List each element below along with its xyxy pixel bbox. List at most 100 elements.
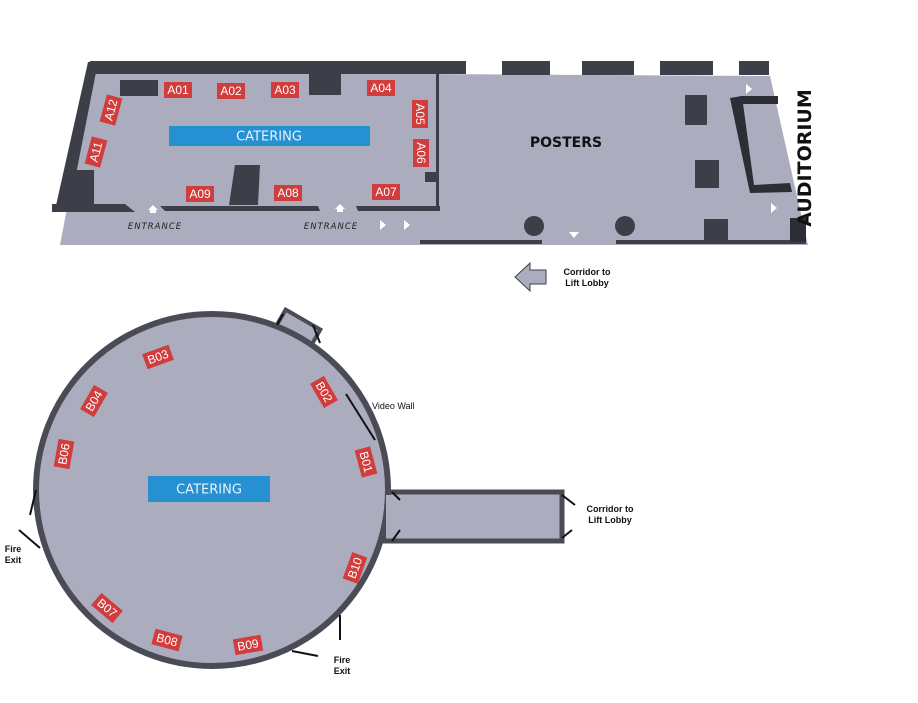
direction-arrows (148, 84, 777, 238)
pillar (524, 216, 544, 236)
booth-marker (217, 83, 245, 99)
column-block (66, 170, 94, 206)
booth-label: B08 (155, 630, 180, 649)
booth-marker (164, 82, 192, 98)
booth-label: B01 (356, 450, 375, 475)
booth-b06[interactable]: B06 (53, 438, 75, 470)
window-wall-segment (739, 61, 769, 75)
catering-label-b: CATERING (176, 483, 242, 498)
booth-label: A11 (87, 140, 106, 164)
booth-a03[interactable]: A03 (271, 82, 299, 98)
booth-marker (342, 552, 368, 584)
booth-marker (232, 634, 264, 656)
booth-a09[interactable]: A09 (186, 186, 214, 202)
auditorium-label: AUDITORIUM (794, 89, 816, 227)
hall-b: CATERING Video Wall Corridor to Lift Lob… (5, 306, 634, 676)
booth-a01[interactable]: A01 (164, 82, 192, 98)
booth-marker (367, 80, 395, 96)
booth-b10[interactable]: B10 (342, 552, 368, 584)
fire-exit-label: Fire (5, 544, 22, 554)
booth-b01[interactable]: B01 (354, 446, 378, 478)
fire-exit-label: Exit (334, 666, 351, 676)
booth-marker (53, 438, 75, 470)
auditorium-wall (730, 96, 792, 193)
booth-marker (142, 344, 174, 370)
booth-marker (80, 384, 108, 418)
booth-label: A05 (413, 103, 427, 125)
hall-a-wall-divider (436, 66, 439, 211)
hall-a-wall-bottom-right (356, 206, 440, 211)
window-wall-segment (660, 61, 713, 75)
booth-marker (91, 592, 123, 624)
column-block (229, 165, 260, 205)
catering-label-a: CATERING (236, 130, 302, 145)
booth-label: A03 (274, 83, 296, 97)
booth-marker (372, 184, 400, 200)
hall-a-wall-left (55, 62, 98, 210)
column-block (704, 219, 728, 241)
booth-a06[interactable]: A06 (413, 139, 429, 167)
booth-marker (354, 446, 378, 478)
hall-a-wall-bottom-posters-1 (420, 240, 542, 244)
booth-a11[interactable]: A11 (84, 136, 108, 168)
fire-exit-label: Exit (5, 555, 22, 565)
column-block (685, 95, 707, 125)
booth-b08[interactable]: B08 (151, 628, 183, 652)
column-block (309, 73, 341, 95)
booth-a04[interactable]: A04 (367, 80, 395, 96)
window-wall-segment (582, 61, 634, 75)
corridor-label: Lift Lobby (588, 515, 632, 525)
booth-marker (412, 100, 428, 128)
posters-label: POSTERS (530, 135, 602, 151)
booth-label: B09 (236, 636, 260, 654)
booth-label: A02 (220, 84, 242, 98)
window-wall-segment (502, 61, 550, 75)
booth-marker (310, 375, 338, 409)
booth-b09[interactable]: B09 (232, 634, 264, 656)
column-block (425, 172, 437, 182)
column-block (695, 160, 719, 188)
hall-a-wall-top (90, 61, 466, 74)
booth-label: A07 (375, 185, 397, 199)
booth-a07[interactable]: A07 (372, 184, 400, 200)
booth-label: A01 (167, 83, 189, 97)
booth-label: B06 (55, 442, 73, 466)
video-wall-label: Video Wall (372, 401, 415, 411)
booth-label: A06 (414, 142, 428, 164)
pillar (615, 216, 635, 236)
corridor-arrow-icon (514, 261, 547, 293)
booth-a08[interactable]: A08 (274, 185, 302, 201)
booth-marker (99, 94, 123, 126)
catering-area-a (169, 126, 370, 146)
corridor-label: Corridor to (587, 504, 634, 514)
booth-marker (274, 185, 302, 201)
booth-label: A04 (370, 81, 392, 95)
auditorium-wall-top (740, 96, 778, 104)
booth-label: A08 (277, 186, 299, 200)
fire-exit-label: Fire (334, 655, 351, 665)
booth-label: B10 (345, 555, 366, 580)
booth-marker (186, 186, 214, 202)
door-marks (18, 313, 576, 657)
booth-label: A12 (101, 98, 120, 123)
booth-label: A09 (189, 187, 211, 201)
booth-label: B03 (146, 347, 171, 368)
corridor-b (381, 489, 565, 544)
booth-a12[interactable]: A12 (99, 94, 123, 126)
auditorium-wall-corner (790, 218, 806, 242)
catering-area-b (148, 476, 270, 502)
booth-marker (413, 139, 429, 167)
hall-a-wall-bottom-posters-2 (616, 240, 806, 244)
hall-a: CATERING POSTERS AUDITORIUM ENTRANCE ENT… (52, 61, 816, 293)
booth-marker (271, 82, 299, 98)
corridor-label: Corridor to (564, 267, 611, 277)
booth-marker (84, 136, 108, 168)
booth-a02[interactable]: A02 (217, 83, 245, 99)
booth-b03[interactable]: B03 (142, 344, 174, 370)
entrance-label: ENTRANCE (128, 222, 182, 232)
column-block (120, 80, 158, 96)
booth-marker (151, 628, 183, 652)
booth-a05[interactable]: A05 (412, 100, 428, 128)
